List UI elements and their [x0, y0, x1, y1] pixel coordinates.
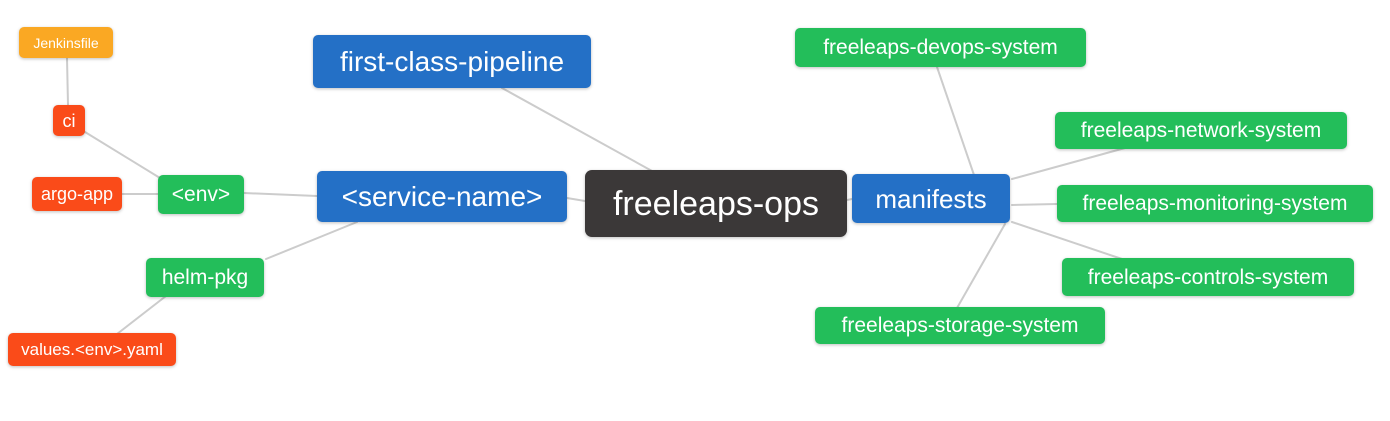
node-freeleaps-storage-system[interactable]: freeleaps-storage-system [815, 307, 1105, 344]
node-env[interactable]: <env> [158, 175, 244, 214]
edge-manifests-monitoring [1011, 203, 1058, 206]
edge-manifests-devops [936, 66, 975, 176]
edge-manifests-storage [956, 223, 1006, 309]
edge-first-class-pipeline-root [501, 87, 653, 172]
edge-manifests-controls [1011, 221, 1123, 260]
edge-manifests-network [1011, 147, 1126, 180]
node-freeleaps-ops[interactable]: freeleaps-ops [585, 170, 847, 237]
node-jenkinsfile[interactable]: Jenkinsfile [19, 27, 113, 58]
node-freeleaps-devops-system[interactable]: freeleaps-devops-system [795, 28, 1086, 67]
node-manifests[interactable]: manifests [852, 174, 1010, 223]
node-freeleaps-monitoring-system[interactable]: freeleaps-monitoring-system [1057, 185, 1373, 222]
node-values-env-yaml[interactable]: values.<env>.yaml [8, 333, 176, 366]
node-freeleaps-controls-system[interactable]: freeleaps-controls-system [1062, 258, 1354, 296]
node-argo-app[interactable]: argo-app [32, 177, 122, 211]
edge-service-name-helm-pkg [265, 221, 358, 260]
node-helm-pkg[interactable]: helm-pkg [146, 258, 264, 297]
edge-service-name-root [566, 197, 586, 202]
node-ci[interactable]: ci [53, 105, 85, 136]
edge-helm-pkg-values [116, 295, 167, 335]
node-service-name[interactable]: <service-name> [317, 171, 567, 222]
edge-jenkinsfile-ci [66, 57, 69, 106]
edge-env-service-name [243, 192, 318, 197]
node-freeleaps-network-system[interactable]: freeleaps-network-system [1055, 112, 1347, 149]
node-first-class-pipeline[interactable]: first-class-pipeline [313, 35, 591, 88]
edge-ci-env [84, 131, 161, 179]
